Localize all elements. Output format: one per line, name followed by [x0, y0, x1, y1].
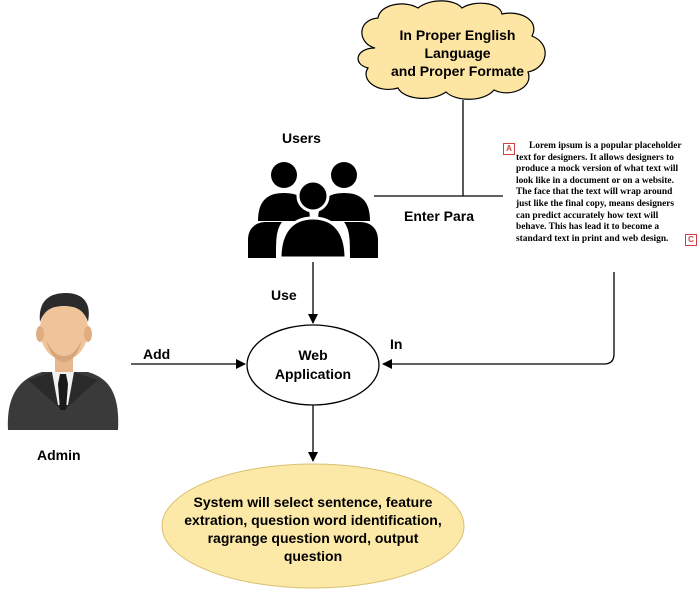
add-label: Add	[143, 346, 171, 362]
users-icon	[248, 162, 378, 260]
web-line-1: Web	[298, 347, 328, 363]
system-line-4: question	[283, 548, 343, 564]
web-line-2: Application	[274, 366, 352, 382]
document-text: Lorem ipsum is a popular placeholder	[516, 141, 697, 153]
cloud-line-2: Language	[424, 45, 491, 61]
doc-line-4: look like in a document or on a website.	[516, 175, 674, 186]
document-text-body: text for designers. It allows designers …	[516, 153, 697, 246]
web-application-label: Web Application	[246, 346, 380, 384]
system-line-3: ragrange question word, output	[207, 530, 419, 546]
doc-line-1: Lorem ipsum is a popular placeholder	[529, 141, 682, 151]
system-line-1: System will select sentence, feature	[193, 494, 433, 510]
system-label: System will select sentence, feature ext…	[163, 493, 463, 565]
in-edge	[382, 272, 615, 369]
cloud-line-3: and Proper Formate	[390, 63, 525, 79]
doc-line-7: can predict accurately how text will	[516, 210, 659, 221]
system-line-2: extration, question word identification,	[184, 512, 442, 528]
doc-line-9: standard text in print and web design.	[516, 233, 669, 244]
doc-line-2: text for designers. It allows designers …	[516, 152, 674, 163]
doc-marker-end: C	[685, 234, 697, 246]
cloud-label: In Proper English Language and Proper Fo…	[365, 26, 550, 80]
doc-line-3: produce a mock version of what text will	[516, 164, 679, 175]
doc-line-8: behave. This has lead it to become a	[516, 222, 660, 233]
users-label: Users	[282, 130, 321, 146]
in-label: In	[390, 336, 403, 352]
doc-line-5: The face that the text will wrap around	[516, 187, 673, 198]
doc-marker-start: A	[503, 143, 515, 155]
system-node	[161, 463, 465, 589]
admin-icon	[7, 293, 119, 430]
admin-label: Admin	[37, 447, 81, 463]
cloud-line-1: In Proper English	[399, 27, 516, 43]
enter-para-label: Enter Para	[404, 208, 475, 224]
use-label: Use	[271, 287, 297, 303]
cloud-shape	[357, 0, 546, 100]
doc-line-6: just like the final copy, means designer…	[516, 198, 675, 209]
